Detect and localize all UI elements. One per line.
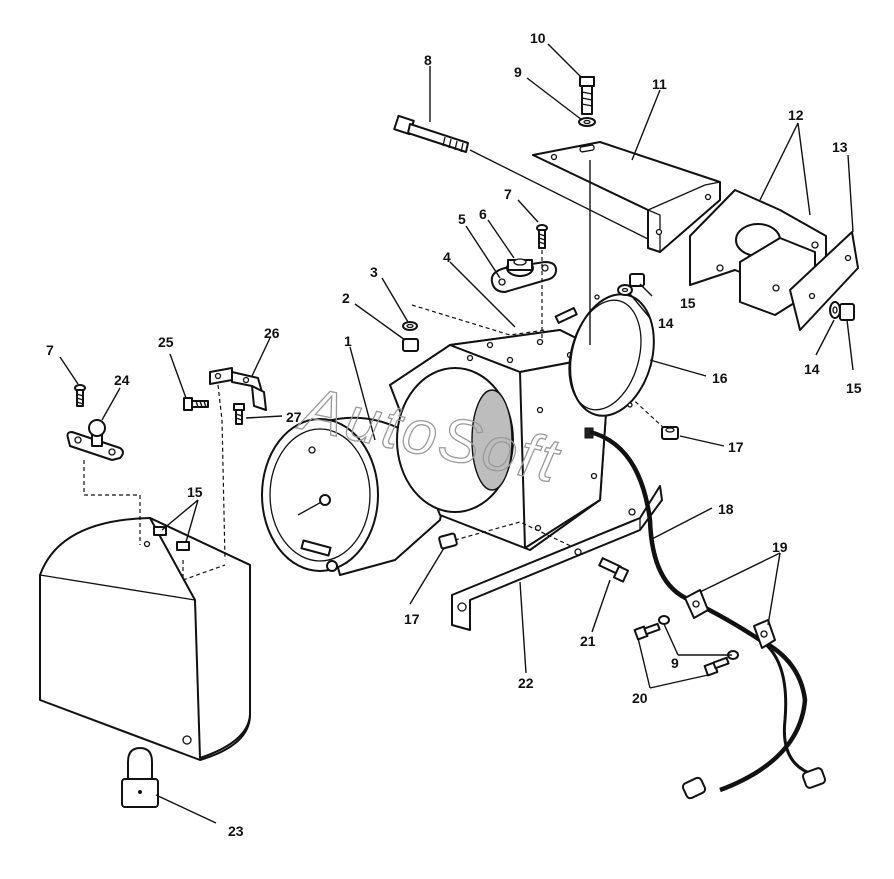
callout-22: 22 xyxy=(518,675,534,691)
nut-17-right xyxy=(661,426,679,440)
washer-9-top xyxy=(578,117,596,127)
callout-3: 3 xyxy=(370,264,378,280)
callout-27: 27 xyxy=(286,409,302,425)
bolt-10 xyxy=(579,76,595,115)
callout-24: 24 xyxy=(114,372,130,388)
callout-26: 26 xyxy=(264,325,280,341)
screws-20 xyxy=(633,622,730,677)
callout-17-right: 17 xyxy=(728,439,744,455)
nut-15-top xyxy=(629,273,645,287)
nut-17-left xyxy=(438,532,458,550)
mount-5-6 xyxy=(490,258,557,293)
callout-4: 4 xyxy=(443,249,451,265)
callout-16: 16 xyxy=(712,370,728,386)
bolt-8 xyxy=(393,114,651,241)
callout-1: 1 xyxy=(344,333,352,349)
callout-2: 2 xyxy=(342,290,350,306)
screw-7-top xyxy=(536,224,548,340)
callout-labels: 1 2 3 4 5 6 7 7 8 9 9 10 11 12 13 14 14 … xyxy=(46,30,862,839)
cover-plate-16 xyxy=(554,293,655,417)
bolt-21 xyxy=(598,557,630,583)
callout-14-top: 14 xyxy=(658,315,674,331)
callout-5: 5 xyxy=(458,211,466,227)
ball-stud-mount xyxy=(66,419,141,545)
callout-7-top: 7 xyxy=(504,186,512,202)
callout-7-left: 7 xyxy=(46,342,54,358)
callout-15-cover: 15 xyxy=(187,484,203,500)
callout-6: 6 xyxy=(479,206,487,222)
nut-15-right xyxy=(839,303,855,321)
bracket-11 xyxy=(532,141,721,345)
callout-9-top: 9 xyxy=(514,64,522,80)
callout-20: 20 xyxy=(632,690,648,706)
screw-7-left xyxy=(74,384,86,407)
callout-11: 11 xyxy=(652,76,667,92)
callout-15-right: 15 xyxy=(846,380,862,396)
hinge-26 xyxy=(209,367,267,561)
housing-4 xyxy=(389,304,667,551)
cable-18 xyxy=(589,429,827,800)
cable-clip-19a xyxy=(684,589,709,619)
callout-18: 18 xyxy=(718,501,734,517)
nut-2 xyxy=(402,338,419,352)
callout-25: 25 xyxy=(158,334,174,350)
leader-lines xyxy=(59,43,854,824)
callout-23: 23 xyxy=(228,823,244,839)
callout-8: 8 xyxy=(424,52,432,68)
callout-14-right: 14 xyxy=(804,361,820,377)
washer-3 xyxy=(402,321,418,331)
padlock xyxy=(121,747,159,808)
cover-nut-2 xyxy=(176,541,190,551)
callout-10: 10 xyxy=(530,30,546,46)
callout-13: 13 xyxy=(832,139,848,155)
callout-17-left: 17 xyxy=(404,611,420,627)
washer-14-top xyxy=(617,284,633,296)
callout-12: 12 xyxy=(788,107,804,123)
callout-21: 21 xyxy=(580,633,596,649)
screw-25 xyxy=(183,397,209,411)
screw-27 xyxy=(233,403,245,425)
cable-clip-19b xyxy=(753,619,776,649)
cover-housing xyxy=(39,517,251,761)
washer-14-right xyxy=(829,301,841,319)
callout-15-top: 15 xyxy=(680,295,696,311)
callout-19: 19 xyxy=(772,539,788,555)
cover-nut-1 xyxy=(153,526,167,536)
callout-9-lower: 9 xyxy=(671,655,679,671)
end-plate-13 xyxy=(789,231,859,331)
